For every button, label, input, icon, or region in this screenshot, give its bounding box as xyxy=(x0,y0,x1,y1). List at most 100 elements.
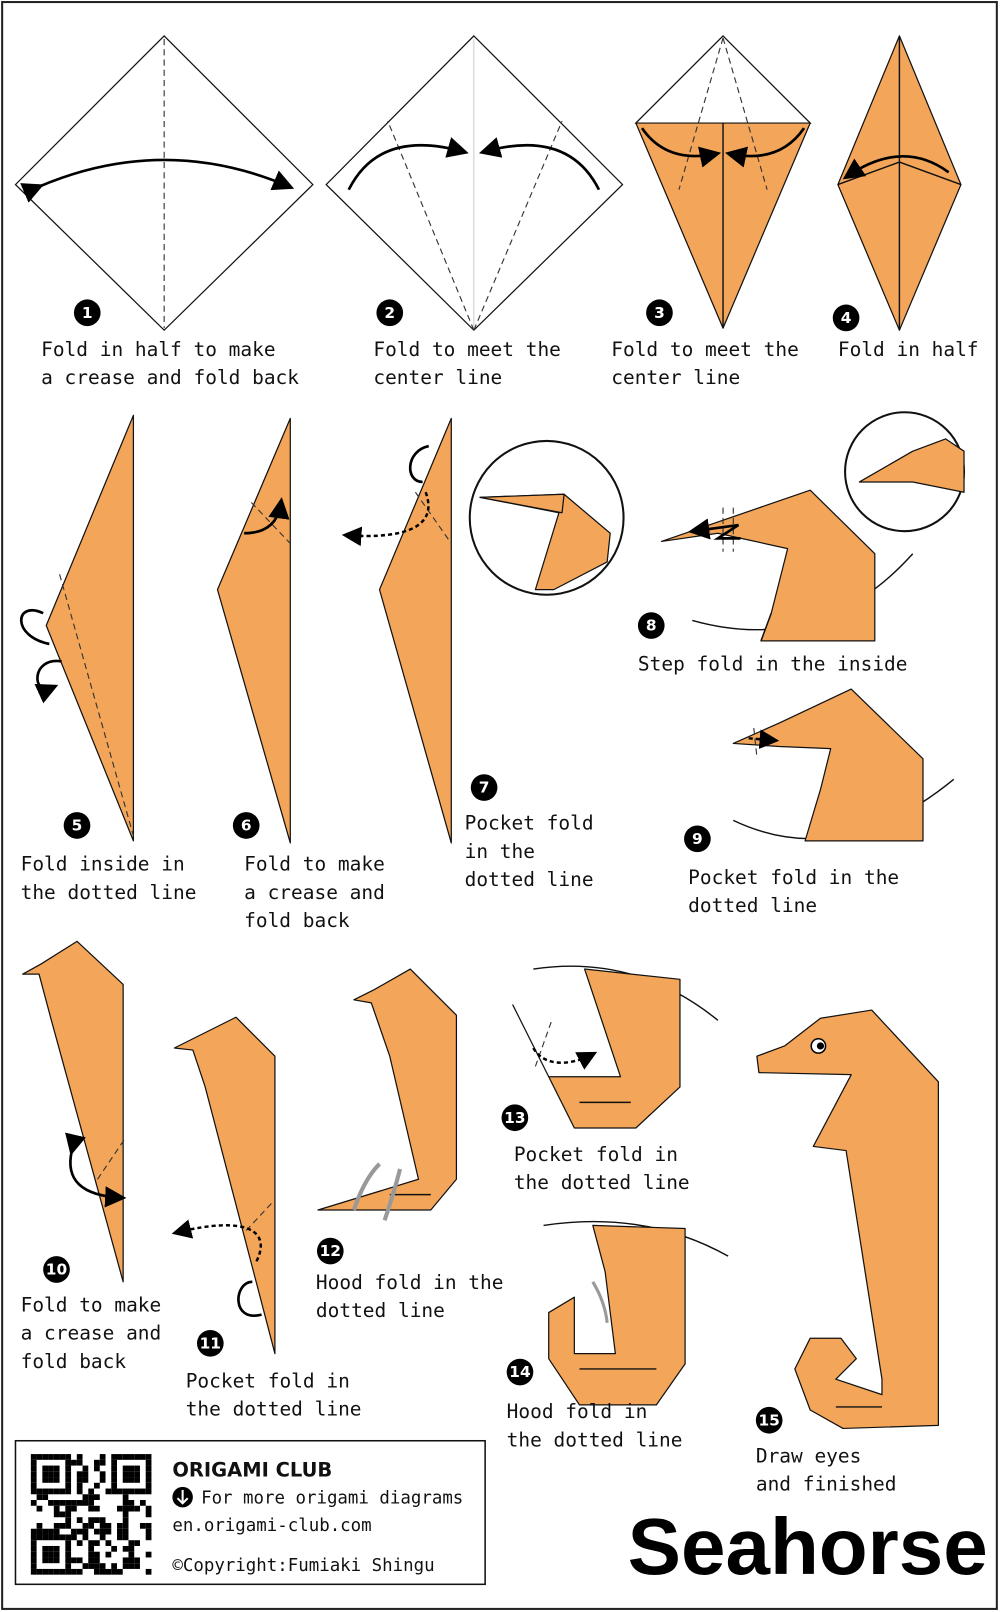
step-instruction: Pocket fold in xyxy=(514,1143,678,1166)
step-number-badge xyxy=(73,299,101,327)
step-11-figure xyxy=(171,1016,276,1355)
step-number: 12 xyxy=(320,1242,341,1260)
step-instruction: the dotted line xyxy=(186,1398,362,1421)
step-number-badge xyxy=(832,304,860,332)
step-3-figure xyxy=(634,35,812,329)
step-8-figure xyxy=(660,411,966,642)
step-6-figure xyxy=(216,417,291,844)
step-instruction: a crease and xyxy=(21,1322,162,1345)
step-14-figure xyxy=(543,1220,729,1406)
step-5-figure xyxy=(20,414,135,842)
step-instruction: Draw eyes xyxy=(756,1444,862,1467)
step-number: 3 xyxy=(654,304,665,322)
fold-arrow-icon xyxy=(20,158,295,203)
step-instruction: Fold to make xyxy=(21,1294,162,1317)
step-10-figure xyxy=(22,940,127,1283)
footer-box: ORIGAMI CLUB For more origami diagrams e… xyxy=(14,1439,486,1586)
step-number: 9 xyxy=(692,830,703,848)
step-instruction: the dotted line xyxy=(21,881,197,904)
step-13-figure xyxy=(512,965,719,1129)
step-instruction: Pocket fold xyxy=(465,812,594,835)
step-number-badge xyxy=(196,1330,224,1357)
step-instruction: the dotted line xyxy=(514,1171,690,1194)
step-instruction: Step fold in the inside xyxy=(638,653,908,676)
step-instruction: dotted line xyxy=(316,1299,445,1322)
step-number-badge xyxy=(63,812,91,839)
step-number: 7 xyxy=(479,779,490,797)
step-number-badge xyxy=(646,299,673,327)
step-number-badge xyxy=(43,1256,70,1283)
step-number: 14 xyxy=(509,1363,530,1381)
step-instruction: center line xyxy=(611,366,740,389)
step-12-figure xyxy=(317,968,458,1221)
step-instruction: and finished xyxy=(756,1472,897,1495)
step-number-badge xyxy=(684,825,711,853)
step-number: 2 xyxy=(384,304,395,322)
step-number: 1 xyxy=(82,304,93,322)
step-instruction: center line xyxy=(373,366,502,389)
copyright-text: ©Copyright:Fumiaki Shingu xyxy=(172,1556,434,1576)
step-1-figure xyxy=(14,35,314,332)
step-number: 4 xyxy=(841,309,852,327)
fold-arrow-icon xyxy=(478,137,601,191)
step-instruction: dotted line xyxy=(465,868,594,891)
step-instruction: Pocket fold in the xyxy=(688,866,899,889)
step-instruction: Fold in half xyxy=(838,338,979,361)
step-number-badge xyxy=(316,1237,344,1265)
step-instruction: a crease and fold back xyxy=(41,366,299,389)
step-number-badge xyxy=(501,1104,529,1132)
more-diagrams-text: For more origami diagrams xyxy=(201,1488,463,1508)
step-instruction: Fold in half to make xyxy=(41,338,275,361)
step-instruction: Pocket fold in xyxy=(186,1369,350,1392)
step-number: 6 xyxy=(241,817,252,835)
step-number-badge xyxy=(755,1406,783,1434)
step-instruction: fold back xyxy=(244,909,350,932)
step-number: 5 xyxy=(72,817,83,835)
step-9-figure xyxy=(732,688,955,842)
step-number: 13 xyxy=(504,1109,525,1127)
step-instruction: the dotted line xyxy=(507,1428,683,1451)
fold-arrow-icon xyxy=(347,137,469,191)
step-number: 15 xyxy=(758,1411,779,1429)
step-2-figure xyxy=(325,35,624,332)
website-link[interactable]: en.origami-club.com xyxy=(172,1516,371,1536)
step-instruction: Fold inside in xyxy=(21,853,185,876)
brand-name: ORIGAMI CLUB xyxy=(172,1459,332,1482)
step-7-figure xyxy=(341,417,625,844)
download-arrow-icon xyxy=(172,1486,193,1508)
step-instruction: Hood fold in the xyxy=(316,1271,504,1294)
step-instruction: Fold to make xyxy=(244,853,385,876)
step-number-badge xyxy=(637,612,665,639)
step-number-badge xyxy=(232,812,260,839)
step-number: 11 xyxy=(200,1334,221,1352)
step-number-badge xyxy=(376,299,404,327)
step-instruction: Fold to meet the xyxy=(373,338,561,361)
qr-code[interactable] xyxy=(30,1454,152,1575)
step-instruction: a crease and xyxy=(244,881,385,904)
step-instruction: fold back xyxy=(21,1350,127,1373)
step-number-badge xyxy=(470,774,498,801)
step-4-figure xyxy=(837,35,962,331)
diagram-title: Seahorse xyxy=(628,1502,988,1591)
step-instruction: in the xyxy=(465,840,535,863)
step-number: 8 xyxy=(646,617,657,635)
step-instruction: dotted line xyxy=(688,894,817,917)
step-instruction: Hood fold in xyxy=(507,1400,648,1423)
step-number: 10 xyxy=(46,1261,67,1279)
